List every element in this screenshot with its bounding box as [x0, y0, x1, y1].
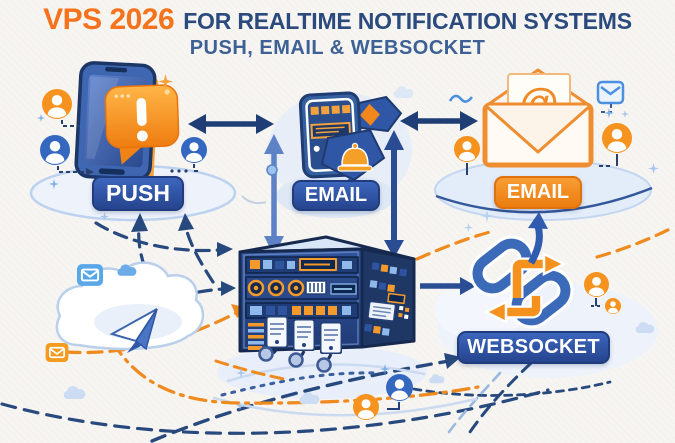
bell-icon [320, 128, 386, 182]
swirl-accent [241, 195, 267, 205]
server-rack-icon [238, 235, 416, 373]
title-rest: FOR REALTIME NOTIFICATION SYSTEMS [183, 8, 632, 34]
mail-badge-icon-orange [45, 343, 69, 362]
user-avatar-icon-right [454, 123, 632, 175]
double-arrow-service-email [400, 111, 478, 131]
paper-plane-icon [109, 308, 158, 353]
open-envelope-at-icon: @ [482, 68, 594, 168]
page-title: VPS 2026 FOR REALTIME NOTIFICATION SYSTEM… [0, 3, 675, 37]
double-arrow-service-server-right [384, 130, 404, 258]
user-avatar-icon-websocket [584, 272, 621, 314]
connector-arrowhead [86, 168, 94, 176]
title-accent: VPS 2026 [43, 3, 175, 36]
connector-dots [170, 169, 188, 173]
push-alert-bubble-icon [104, 84, 180, 165]
mail-badge-icon [77, 264, 103, 286]
websocket-channel-label: WEBSOCKET [457, 331, 610, 364]
double-arrow-phone-service [188, 114, 274, 134]
arrow-websocket-email [527, 212, 548, 265]
websocket-chain-icon [469, 235, 574, 329]
email-service-label: EMAIL [292, 180, 380, 211]
email-delivery-label: EMAIL [494, 176, 582, 209]
arrow-server-websocket [420, 277, 476, 295]
user-avatar-icon-bottom [353, 374, 413, 420]
mail-badge-outline-icon [596, 80, 625, 113]
squiggle-accent [448, 94, 473, 103]
push-channel-label: PUSH [92, 176, 184, 211]
page-subtitle: PUSH, EMAIL & WEBSOCKET [189, 37, 486, 59]
avatar-connectors [57, 120, 201, 173]
